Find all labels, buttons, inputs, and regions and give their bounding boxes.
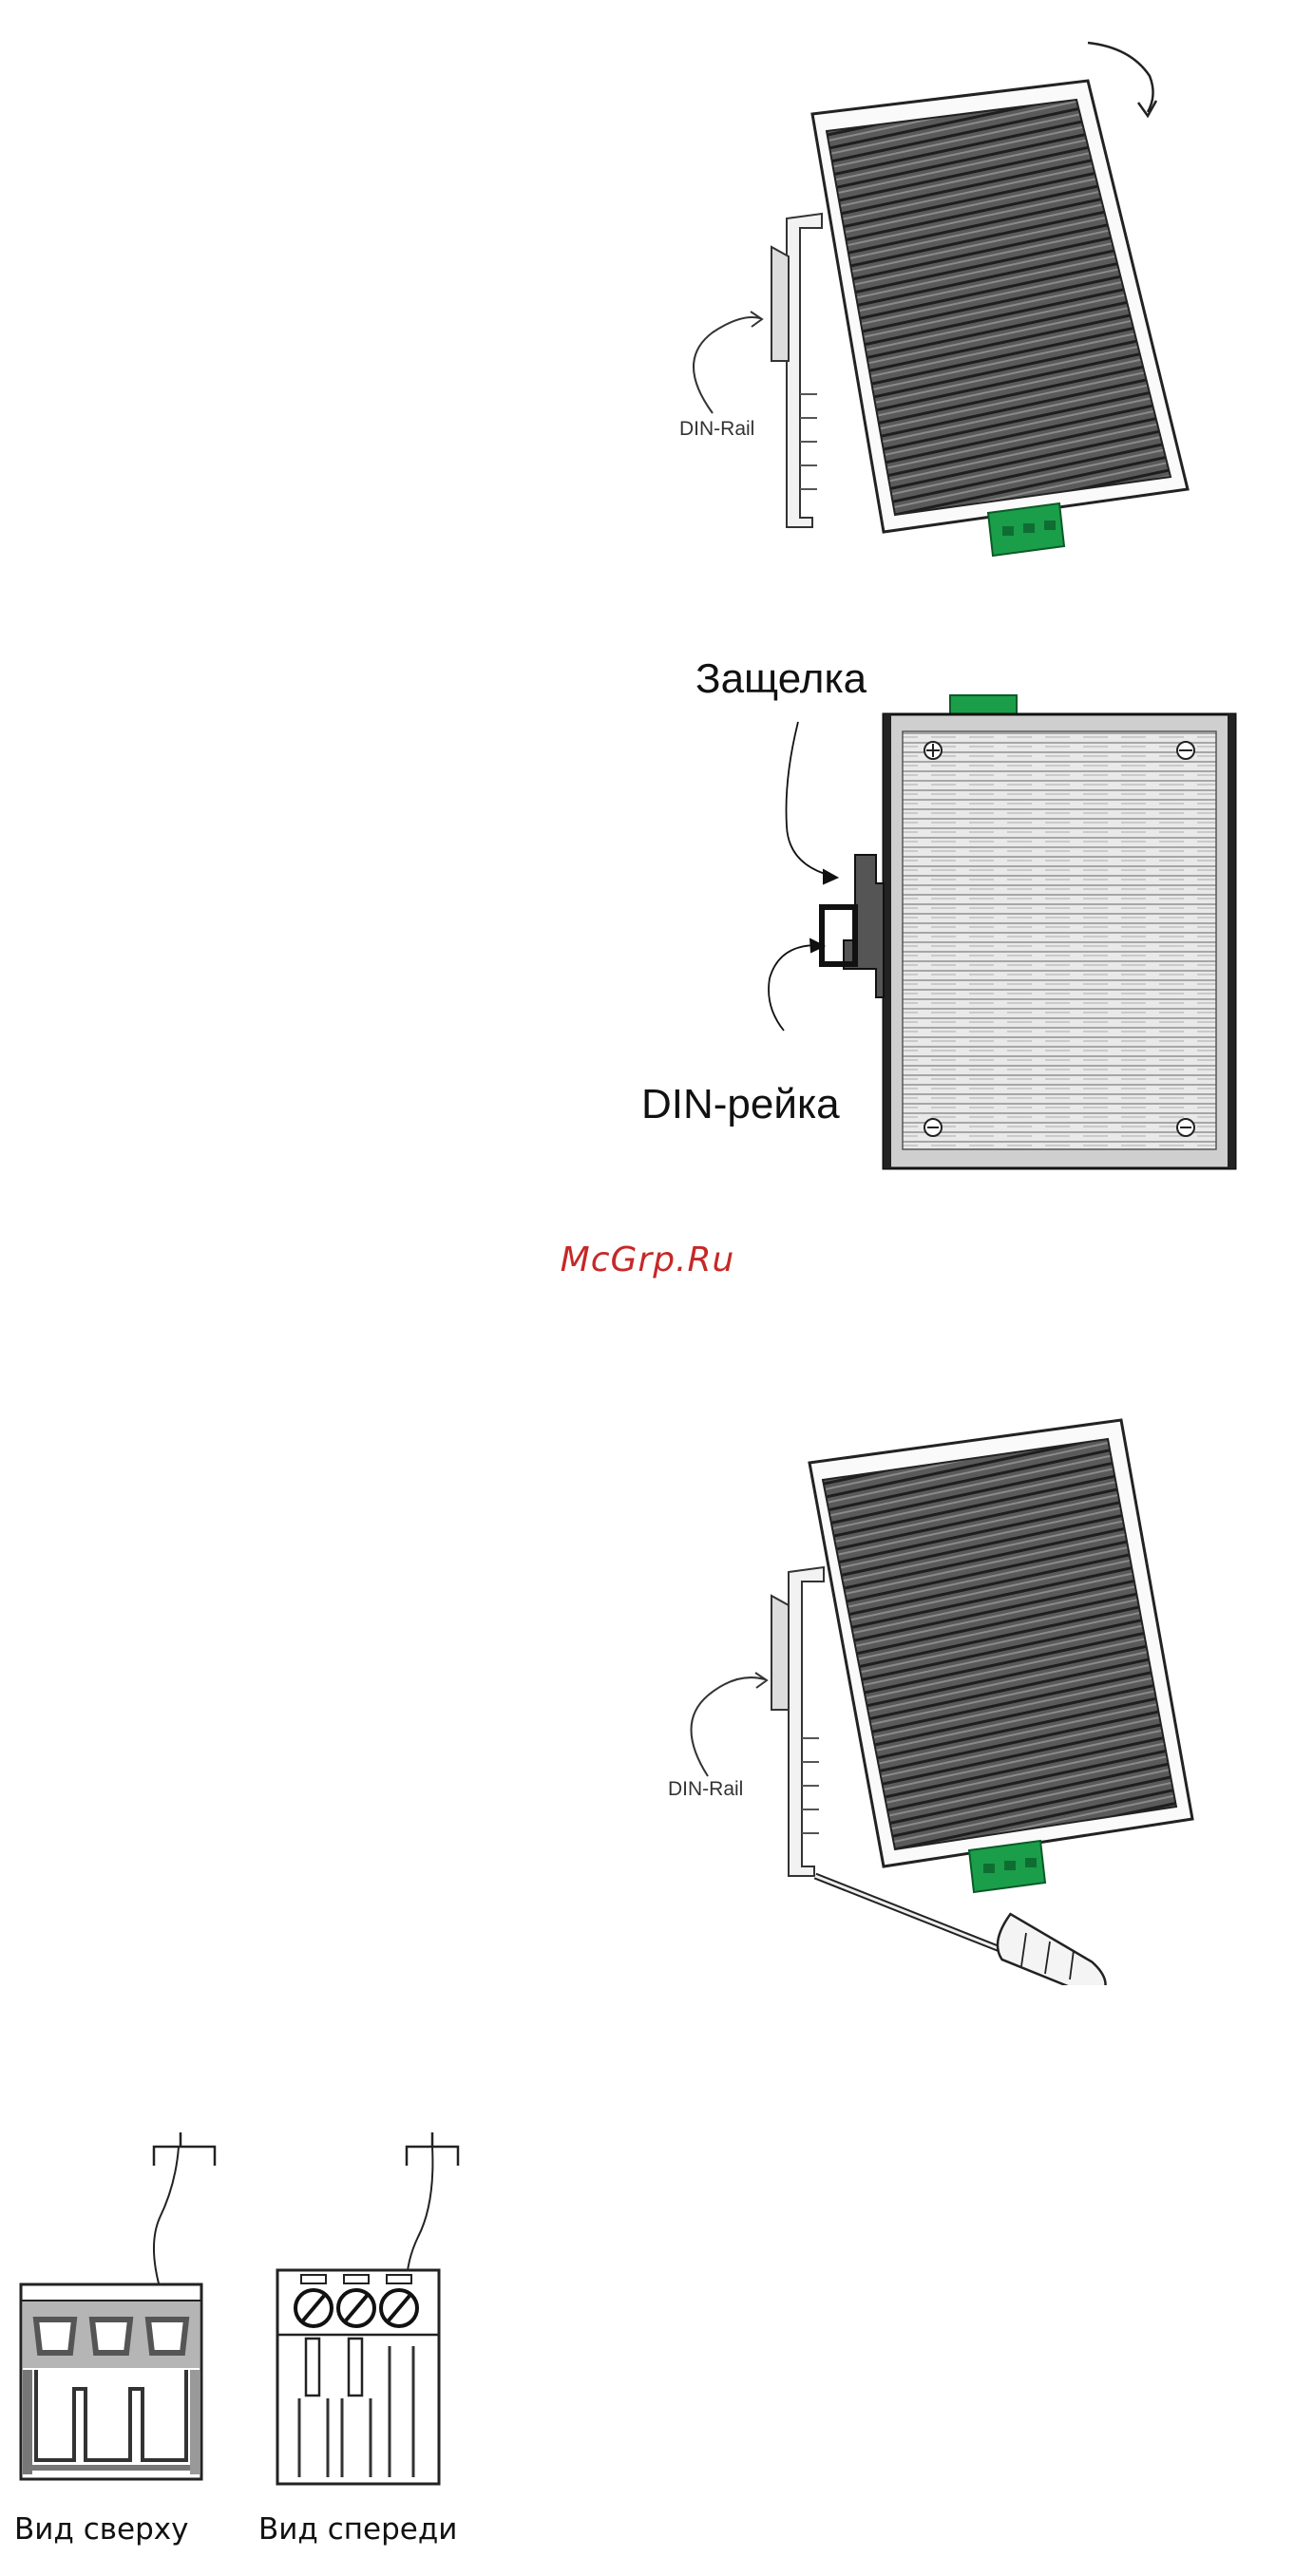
- screwdriver-icon: [815, 1876, 1118, 1985]
- removal-diagram: [646, 1396, 1235, 1985]
- latch-label: Защелка: [695, 655, 867, 703]
- figure-din-rail-removal: DIN-Rail: [646, 1396, 1235, 1985]
- din-rail-label-2: DIN-Rail: [668, 1778, 743, 1801]
- figure-side-view: Защелка DIN-рейка: [627, 655, 1254, 1187]
- front-view-label: Вид спереди: [258, 2512, 457, 2547]
- din-rail-label: DIN-Rail: [679, 418, 754, 441]
- din-rail-label-ru: DIN-рейка: [641, 1081, 840, 1128]
- connector-front-view: [277, 2270, 439, 2484]
- connector-top-view: [21, 2284, 201, 2479]
- figure-din-rail-mounting: DIN-Rail: [656, 19, 1226, 570]
- mounting-diagram: [656, 19, 1226, 570]
- connector-diagram: [10, 2128, 485, 2508]
- figure-connector-views: Вид сверху Вид спереди: [10, 2128, 485, 2574]
- watermark-text: McGrp.Ru: [0, 1241, 1295, 1279]
- terminal-block-1: [988, 503, 1064, 556]
- top-view-label: Вид сверху: [14, 2512, 188, 2547]
- terminal-block-2: [969, 1841, 1045, 1892]
